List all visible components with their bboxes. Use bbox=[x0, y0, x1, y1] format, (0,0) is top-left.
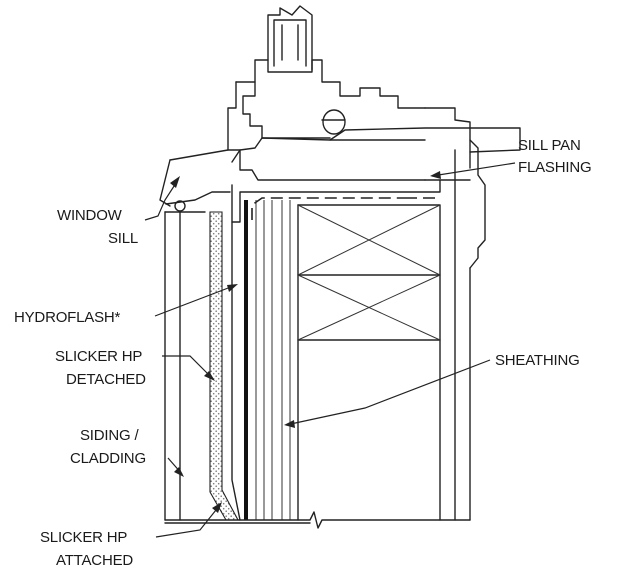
label-sill-pan-line1: SILL PAN bbox=[518, 137, 581, 154]
label-siding-line1: SIDING / bbox=[80, 427, 139, 444]
window-frame-profile bbox=[159, 5, 521, 269]
wall-assembly bbox=[164, 149, 471, 529]
label-hydroflash: HYDROFLASH* bbox=[14, 309, 121, 326]
label-siding-line2: CLADDING bbox=[70, 450, 146, 467]
label-slicker-attached-line2: ATTACHED bbox=[56, 552, 133, 569]
label-sill-pan-line2: FLASHING bbox=[518, 159, 591, 176]
label-slicker-attached-line1: SLICKER HP bbox=[40, 529, 127, 546]
label-sheathing: SHEATHING bbox=[495, 352, 580, 369]
label-slicker-detached-line1: SLICKER HP bbox=[55, 348, 142, 365]
leader-lines bbox=[144, 162, 516, 538]
label-window-sill-line1: WINDOW bbox=[57, 207, 123, 224]
label-slicker-detached-line2: DETACHED bbox=[66, 371, 146, 388]
label-window-sill-line2: SILL bbox=[108, 230, 138, 247]
